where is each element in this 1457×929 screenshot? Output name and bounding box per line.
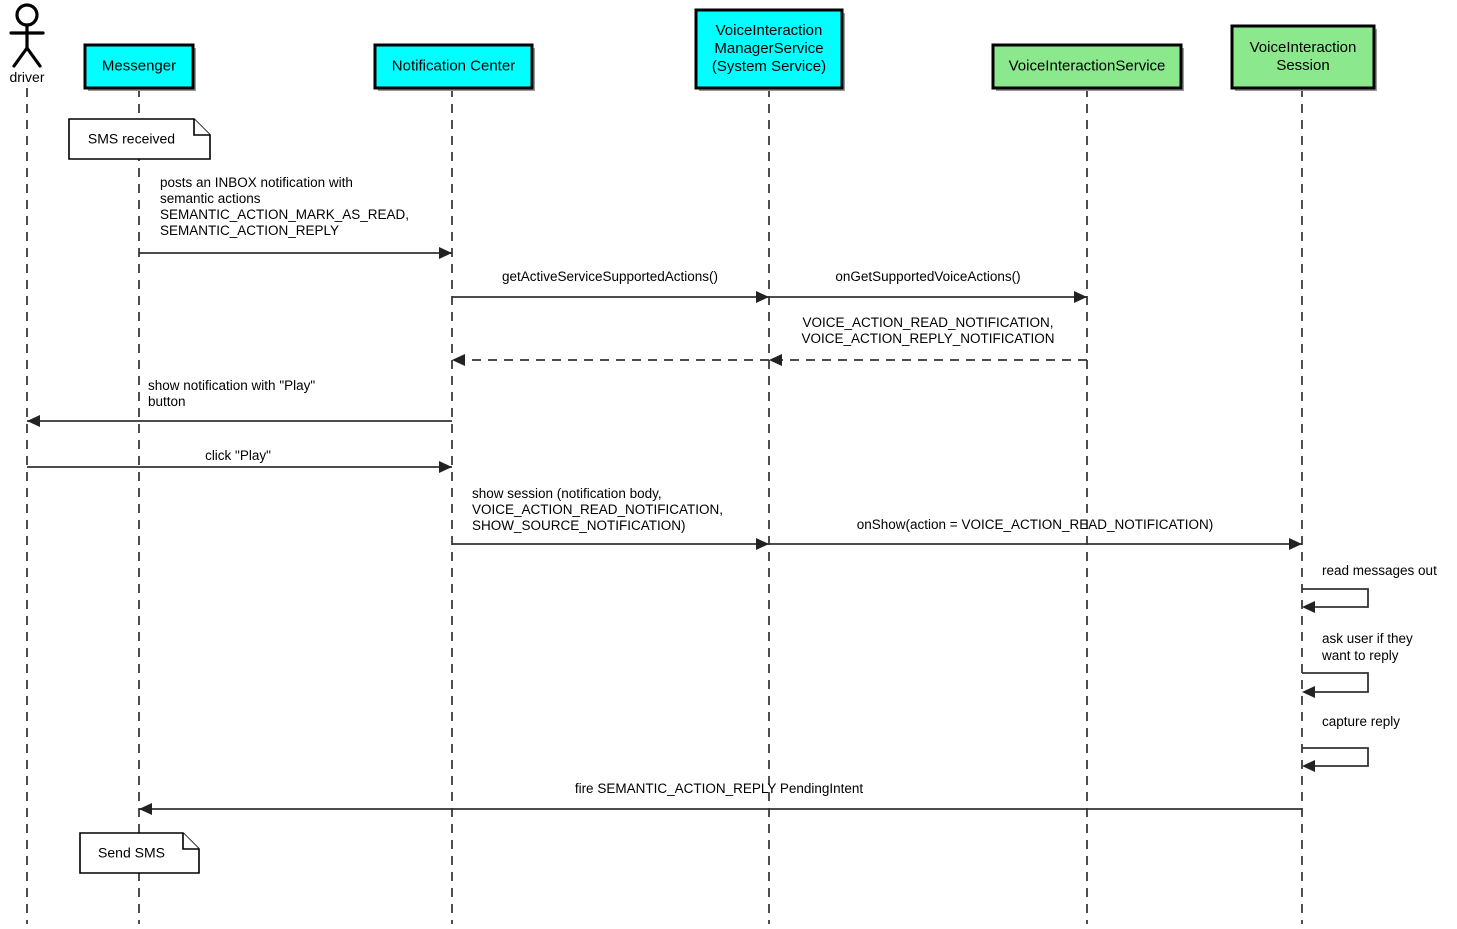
message-label: onShow(action = VOICE_ACTION_READ_NOTIFI… xyxy=(857,517,1213,532)
message-label: onGetSupportedVoiceActions() xyxy=(835,269,1020,284)
participant-box[interactable] xyxy=(694,8,844,90)
message-msg-return-voice-actions-to-manager[interactable]: VOICE_ACTION_READ_NOTIFICATION,VOICE_ACT… xyxy=(769,315,1087,366)
message-msg-show-notification-with-play-button[interactable]: show notification with "Play"button xyxy=(27,378,452,427)
message-label: posts an INBOX notification with xyxy=(160,175,353,190)
actor-driver[interactable]: driver xyxy=(9,3,45,85)
participants-layer: Messenger Notification Center VoiceInterac… xyxy=(83,8,1377,91)
message-msg-on-show[interactable]: onShow(action = VOICE_ACTION_READ_NOTIFI… xyxy=(769,517,1302,550)
note-note-send-sms[interactable]: Send SMS xyxy=(79,832,200,874)
actor-label: driver xyxy=(9,69,44,85)
self-calls-layer: read messages out ask user if they want to… xyxy=(1302,563,1437,772)
arrowhead-icon xyxy=(452,354,465,366)
messages-layer: posts an INBOX notification withsemantic… xyxy=(27,175,1302,815)
participant-notification-center[interactable]: Notification Center xyxy=(373,43,535,91)
message-label: VOICE_ACTION_READ_NOTIFICATION, xyxy=(472,502,723,517)
self-call-selfcall-ask-user-if-they-want-to-reply[interactable]: ask user if they want to reply xyxy=(1302,631,1413,698)
self-call-label: want to reply xyxy=(1321,648,1399,663)
arrowhead-icon xyxy=(439,247,452,259)
self-call-label: read messages out xyxy=(1322,563,1437,578)
self-call-selfcall-capture-reply[interactable]: capture reply xyxy=(1302,714,1400,772)
message-label: button xyxy=(148,394,186,409)
participant-label: VoiceInteraction xyxy=(1250,39,1357,56)
arrowhead-icon xyxy=(1302,686,1315,698)
message-label: getActiveServiceSupportedActions() xyxy=(502,269,718,284)
note-body xyxy=(79,832,200,874)
message-msg-show-session[interactable]: show session (notification body,VOICE_AC… xyxy=(452,486,769,550)
note-fold-corner-icon xyxy=(193,119,210,136)
participant-box[interactable] xyxy=(1230,24,1376,90)
note-label: Send SMS xyxy=(98,845,165,861)
arrowhead-icon xyxy=(439,461,452,473)
note-body xyxy=(68,118,211,160)
participant-label: VoiceInteraction xyxy=(716,22,823,39)
participant-box[interactable] xyxy=(83,43,195,90)
message-label: SEMANTIC_ACTION_REPLY xyxy=(160,223,339,238)
arrowhead-icon xyxy=(769,354,782,366)
self-call-selfcall-read-messages-out[interactable]: read messages out xyxy=(1302,563,1437,613)
message-msg-post-inbox-notification[interactable]: posts an INBOX notification withsemantic… xyxy=(139,175,452,259)
participant-label: (System Service) xyxy=(712,58,826,75)
message-label: show notification with "Play" xyxy=(148,378,315,393)
self-call-label: ask user if they xyxy=(1322,631,1413,646)
arrowhead-icon xyxy=(1289,538,1302,550)
arrowhead-icon xyxy=(139,803,152,815)
message-label: semantic actions xyxy=(160,191,261,206)
arrowhead-icon xyxy=(1302,760,1315,772)
arrowhead-icon xyxy=(27,415,40,427)
participant-label: VoiceInteractionService xyxy=(1009,57,1166,74)
self-call-path xyxy=(1302,588,1369,608)
participant-voiceinteraction-service[interactable]: VoiceInteractionService xyxy=(991,43,1184,91)
message-label: fire SEMANTIC_ACTION_REPLY PendingIntent xyxy=(575,781,864,796)
arrowhead-icon xyxy=(756,291,769,303)
self-call-path xyxy=(1302,672,1369,693)
actor-leg-left-icon xyxy=(12,46,29,68)
actor-layer: driver xyxy=(9,3,45,85)
arrowhead-icon xyxy=(1074,291,1087,303)
message-label: VOICE_ACTION_REPLY_NOTIFICATION xyxy=(801,331,1054,346)
actor-leg-right-icon xyxy=(25,46,42,68)
message-msg-return-voice-actions-to-notification-center[interactable] xyxy=(452,354,769,366)
note-note-sms-received[interactable]: SMS received xyxy=(68,118,211,160)
participant-box[interactable] xyxy=(991,43,1183,90)
self-call-label: capture reply xyxy=(1322,714,1400,729)
message-label: show session (notification body, xyxy=(472,486,662,501)
participant-box[interactable] xyxy=(373,43,534,90)
arrowhead-icon xyxy=(756,538,769,550)
message-label: VOICE_ACTION_READ_NOTIFICATION, xyxy=(802,315,1053,330)
participant-messenger[interactable]: Messenger xyxy=(83,43,196,91)
note-label: SMS received xyxy=(88,131,175,147)
arrowhead-icon xyxy=(1302,601,1315,613)
message-label: click "Play" xyxy=(205,448,271,463)
lifelines-layer xyxy=(26,88,1303,924)
participant-label: Session xyxy=(1276,57,1329,74)
message-label: SHOW_SOURCE_NOTIFICATION) xyxy=(472,518,686,533)
message-msg-fire-semantic-action-reply-pendingintent[interactable]: fire SEMANTIC_ACTION_REPLY PendingIntent xyxy=(139,781,1302,815)
note-fold-corner-icon xyxy=(182,833,199,850)
message-msg-get-active-service-supported-actions[interactable]: getActiveServiceSupportedActions() xyxy=(452,269,769,303)
message-msg-on-get-supported-voice-actions[interactable]: onGetSupportedVoiceActions() xyxy=(769,269,1087,303)
participant-label: ManagerService xyxy=(714,40,823,57)
message-label: SEMANTIC_ACTION_MARK_AS_READ, xyxy=(160,207,409,222)
self-call-path xyxy=(1302,747,1369,767)
message-msg-click-play[interactable]: click "Play" xyxy=(27,448,452,473)
participant-label: Messenger xyxy=(102,57,176,74)
actor-head-icon xyxy=(15,3,39,27)
participant-label: Notification Center xyxy=(392,57,515,74)
